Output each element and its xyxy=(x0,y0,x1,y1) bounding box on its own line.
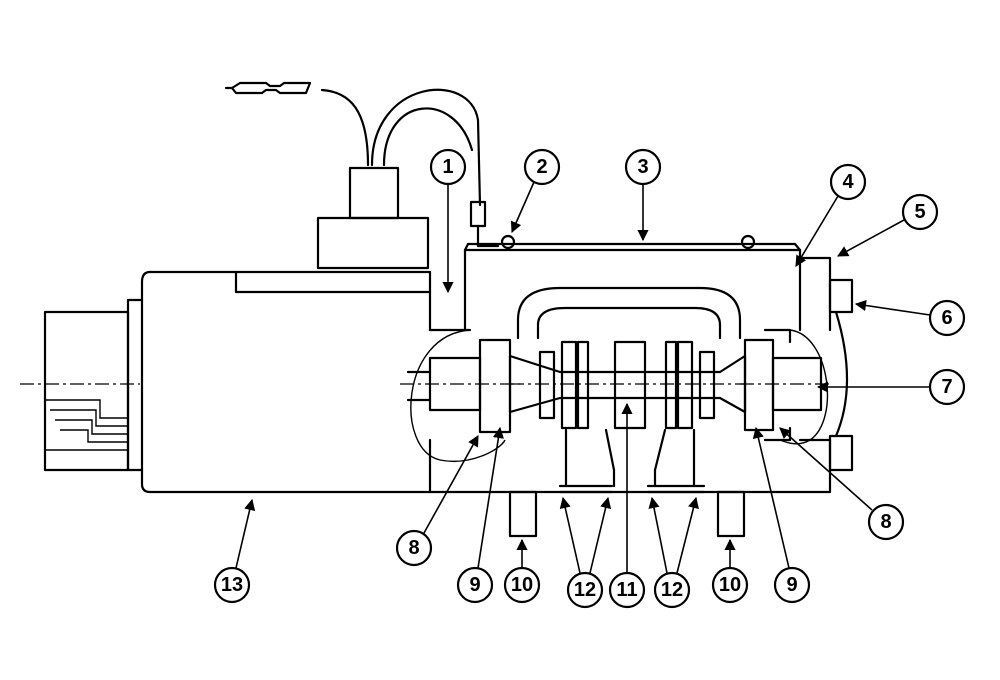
leader-2 xyxy=(510,181,535,234)
svg-text:8: 8 xyxy=(880,511,891,533)
svg-text:2: 2 xyxy=(536,156,547,178)
leader-8-right xyxy=(779,427,873,511)
svg-text:12: 12 xyxy=(661,579,683,601)
leader-12-left-a xyxy=(559,496,581,574)
callout-12-left: 12 xyxy=(566,571,604,609)
leader-6 xyxy=(854,299,931,316)
callout-1: 1 xyxy=(429,148,467,186)
callout-2: 2 xyxy=(523,148,561,186)
right-end-cap xyxy=(740,328,830,445)
callout-9-right: 9 xyxy=(773,566,811,604)
callout-5: 5 xyxy=(901,193,939,231)
manual-override xyxy=(828,278,854,472)
leader-12-right-b xyxy=(676,496,699,574)
callout-12-right: 12 xyxy=(653,571,691,609)
svg-text:3: 3 xyxy=(637,156,648,178)
callout-11: 11 xyxy=(608,571,646,609)
svg-text:4: 4 xyxy=(842,171,854,193)
leader-9-left xyxy=(477,426,504,569)
callout-13: 13 xyxy=(213,566,251,604)
leader-9-right xyxy=(752,426,790,569)
callout-10-left: 10 xyxy=(503,566,541,604)
callout-4: 4 xyxy=(829,163,867,201)
svg-text:9: 9 xyxy=(786,574,797,596)
callout-6: 6 xyxy=(928,299,966,337)
wire-harness xyxy=(320,88,482,207)
solenoid-coil-housing xyxy=(20,166,432,494)
callout-9-left: 9 xyxy=(456,566,494,604)
svg-text:11: 11 xyxy=(616,579,637,601)
svg-text:8: 8 xyxy=(408,537,419,559)
svg-text:1: 1 xyxy=(442,156,453,178)
callout-7: 7 xyxy=(928,368,966,406)
wire-fitting xyxy=(469,200,500,248)
callout-8-left: 8 xyxy=(395,529,433,567)
electrical-connector xyxy=(224,81,312,95)
callout-10-right: 10 xyxy=(711,566,749,604)
leader-13 xyxy=(235,498,256,569)
svg-text:10: 10 xyxy=(719,574,741,596)
crossover-passage xyxy=(516,286,742,340)
leader-5 xyxy=(837,219,905,257)
svg-text:12: 12 xyxy=(574,579,596,601)
cover-plate xyxy=(463,234,802,252)
svg-text:13: 13 xyxy=(221,574,243,596)
svg-text:6: 6 xyxy=(941,307,952,329)
spool xyxy=(508,340,747,430)
left-end-cap xyxy=(400,329,520,462)
leader-8-left xyxy=(423,435,479,534)
leader-12-right-a xyxy=(648,496,668,574)
callout-8-right: 8 xyxy=(867,503,905,541)
svg-text:7: 7 xyxy=(941,376,952,398)
svg-text:10: 10 xyxy=(511,574,533,596)
svg-text:9: 9 xyxy=(469,574,480,596)
callout-3: 3 xyxy=(624,148,662,186)
leader-12-left-b xyxy=(589,496,612,574)
leader-4 xyxy=(795,195,839,267)
svg-text:5: 5 xyxy=(914,201,925,223)
valve-ports xyxy=(508,428,746,538)
